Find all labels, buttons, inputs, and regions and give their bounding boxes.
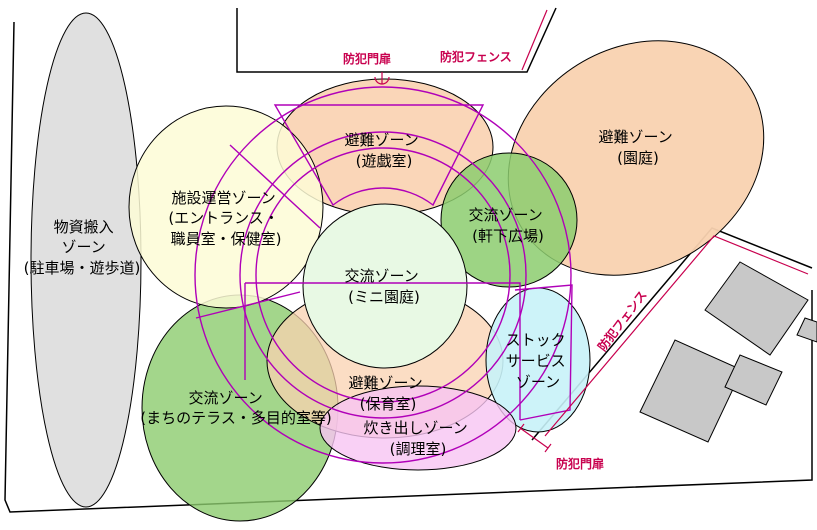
building-medium <box>639 339 743 443</box>
label-hinan-yugi: 避難ゾーン (遊戯室) <box>344 131 423 170</box>
label-shisetsu-line-1: 施設運営ゾーン <box>171 189 275 207</box>
zone-koryu-mini-ellipse <box>302 203 468 369</box>
fence-right-line <box>544 235 809 437</box>
building-edge <box>796 317 817 343</box>
plan-yugi-wing <box>273 104 485 207</box>
neighbor-buildings <box>639 261 817 443</box>
label-butsushi-line-2: ゾーン <box>61 238 105 256</box>
label-koryu-mini: 交流ゾーン (ミニ園庭) <box>344 267 423 306</box>
gate-bottom-line <box>519 427 549 449</box>
building-small <box>724 354 783 406</box>
gate-bottom-tick-2 <box>544 443 552 453</box>
label-hinan-yugi-line-1: 避難ゾーン <box>344 131 418 149</box>
label-koryu-terrace: 交流ゾーン (まちのテラス・多目的室等) <box>140 389 331 427</box>
plan-outer-circle <box>194 86 572 464</box>
label-hinan-entei-line-2: (園庭) <box>617 149 659 167</box>
label-takidashi: 炊き出しゾーン (調理室) <box>363 419 472 458</box>
building-plan-lines <box>194 86 573 464</box>
label-stock-line-2: サービス <box>506 352 566 370</box>
zone-takidashi-ellipse <box>319 385 517 471</box>
plan-stock-wing <box>514 284 573 421</box>
fence-top-line <box>521 9 548 71</box>
label-koryu-nokishita-line-1: 交流ゾーン <box>468 206 542 224</box>
label-koryu-nokishita-line-2: (軒下広場) <box>472 227 544 245</box>
plan-inner-circle <box>239 131 527 419</box>
label-stock-line-3: ゾーン <box>516 373 560 391</box>
gate-bottom-tick-1 <box>517 423 525 433</box>
label-shisetsu: 施設運営ゾーン (エントランス・ 職員室・保健室) <box>168 189 283 248</box>
label-koryu-nokishita: 交流ゾーン (軒下広場) <box>468 206 547 245</box>
label-butsushi-line-3: (駐車場・遊歩道) <box>24 259 141 277</box>
zone-butsushi-ellipse <box>30 12 142 508</box>
label-takidashi-line-1: 炊き出しゾーン <box>363 419 467 437</box>
label-hinan-hoiku-line-2: (保育室) <box>360 395 417 413</box>
label-koryu-mini-line-2: (ミニ園庭) <box>348 288 420 306</box>
security-fences <box>374 9 809 453</box>
label-fence-top: 防犯フェンス <box>440 49 512 64</box>
label-stock: ストック サービス ゾーン <box>506 331 571 391</box>
plan-hoiku-wing <box>244 282 521 420</box>
label-koryu-mini-line-1: 交流ゾーン <box>344 267 418 285</box>
label-hinan-yugi-line-2: (遊戯室) <box>356 152 413 170</box>
label-gate-top: 防犯門扉 <box>343 51 391 66</box>
zone-shisetsu-ellipse <box>128 105 324 309</box>
label-butsushi: 物資搬入 ゾーン (駐車場・遊歩道) <box>24 218 141 277</box>
label-koryu-terrace-line-1: 交流ゾーン <box>188 389 262 407</box>
label-shisetsu-line-2: (エントランス・ <box>168 209 279 227</box>
plan-shisetsu-wing <box>195 144 321 319</box>
label-hinan-hoiku: 避難ゾーン (保育室) <box>348 374 427 413</box>
label-hinan-hoiku-line-1: 避難ゾーン <box>348 374 422 392</box>
label-gate-bottom: 防犯門扉 <box>556 456 604 471</box>
label-hinan-entei-line-1: 避難ゾーン <box>598 128 672 146</box>
label-hinan-entei: 避難ゾーン (園庭) <box>598 128 677 167</box>
site-outline <box>4 21 813 513</box>
label-butsushi-line-1: 物資搬入 <box>54 218 114 236</box>
label-stock-line-1: ストック <box>506 331 566 349</box>
label-fence-right: 防犯フェンス <box>594 287 649 353</box>
label-koryu-terrace-line-2: (まちのテラス・多目的室等) <box>140 409 331 427</box>
label-takidashi-line-2: (調理室) <box>390 440 447 458</box>
plan-inner-circle-2 <box>255 147 511 403</box>
building-large <box>704 261 809 356</box>
label-shisetsu-line-3: 職員室・保健室) <box>171 230 282 248</box>
